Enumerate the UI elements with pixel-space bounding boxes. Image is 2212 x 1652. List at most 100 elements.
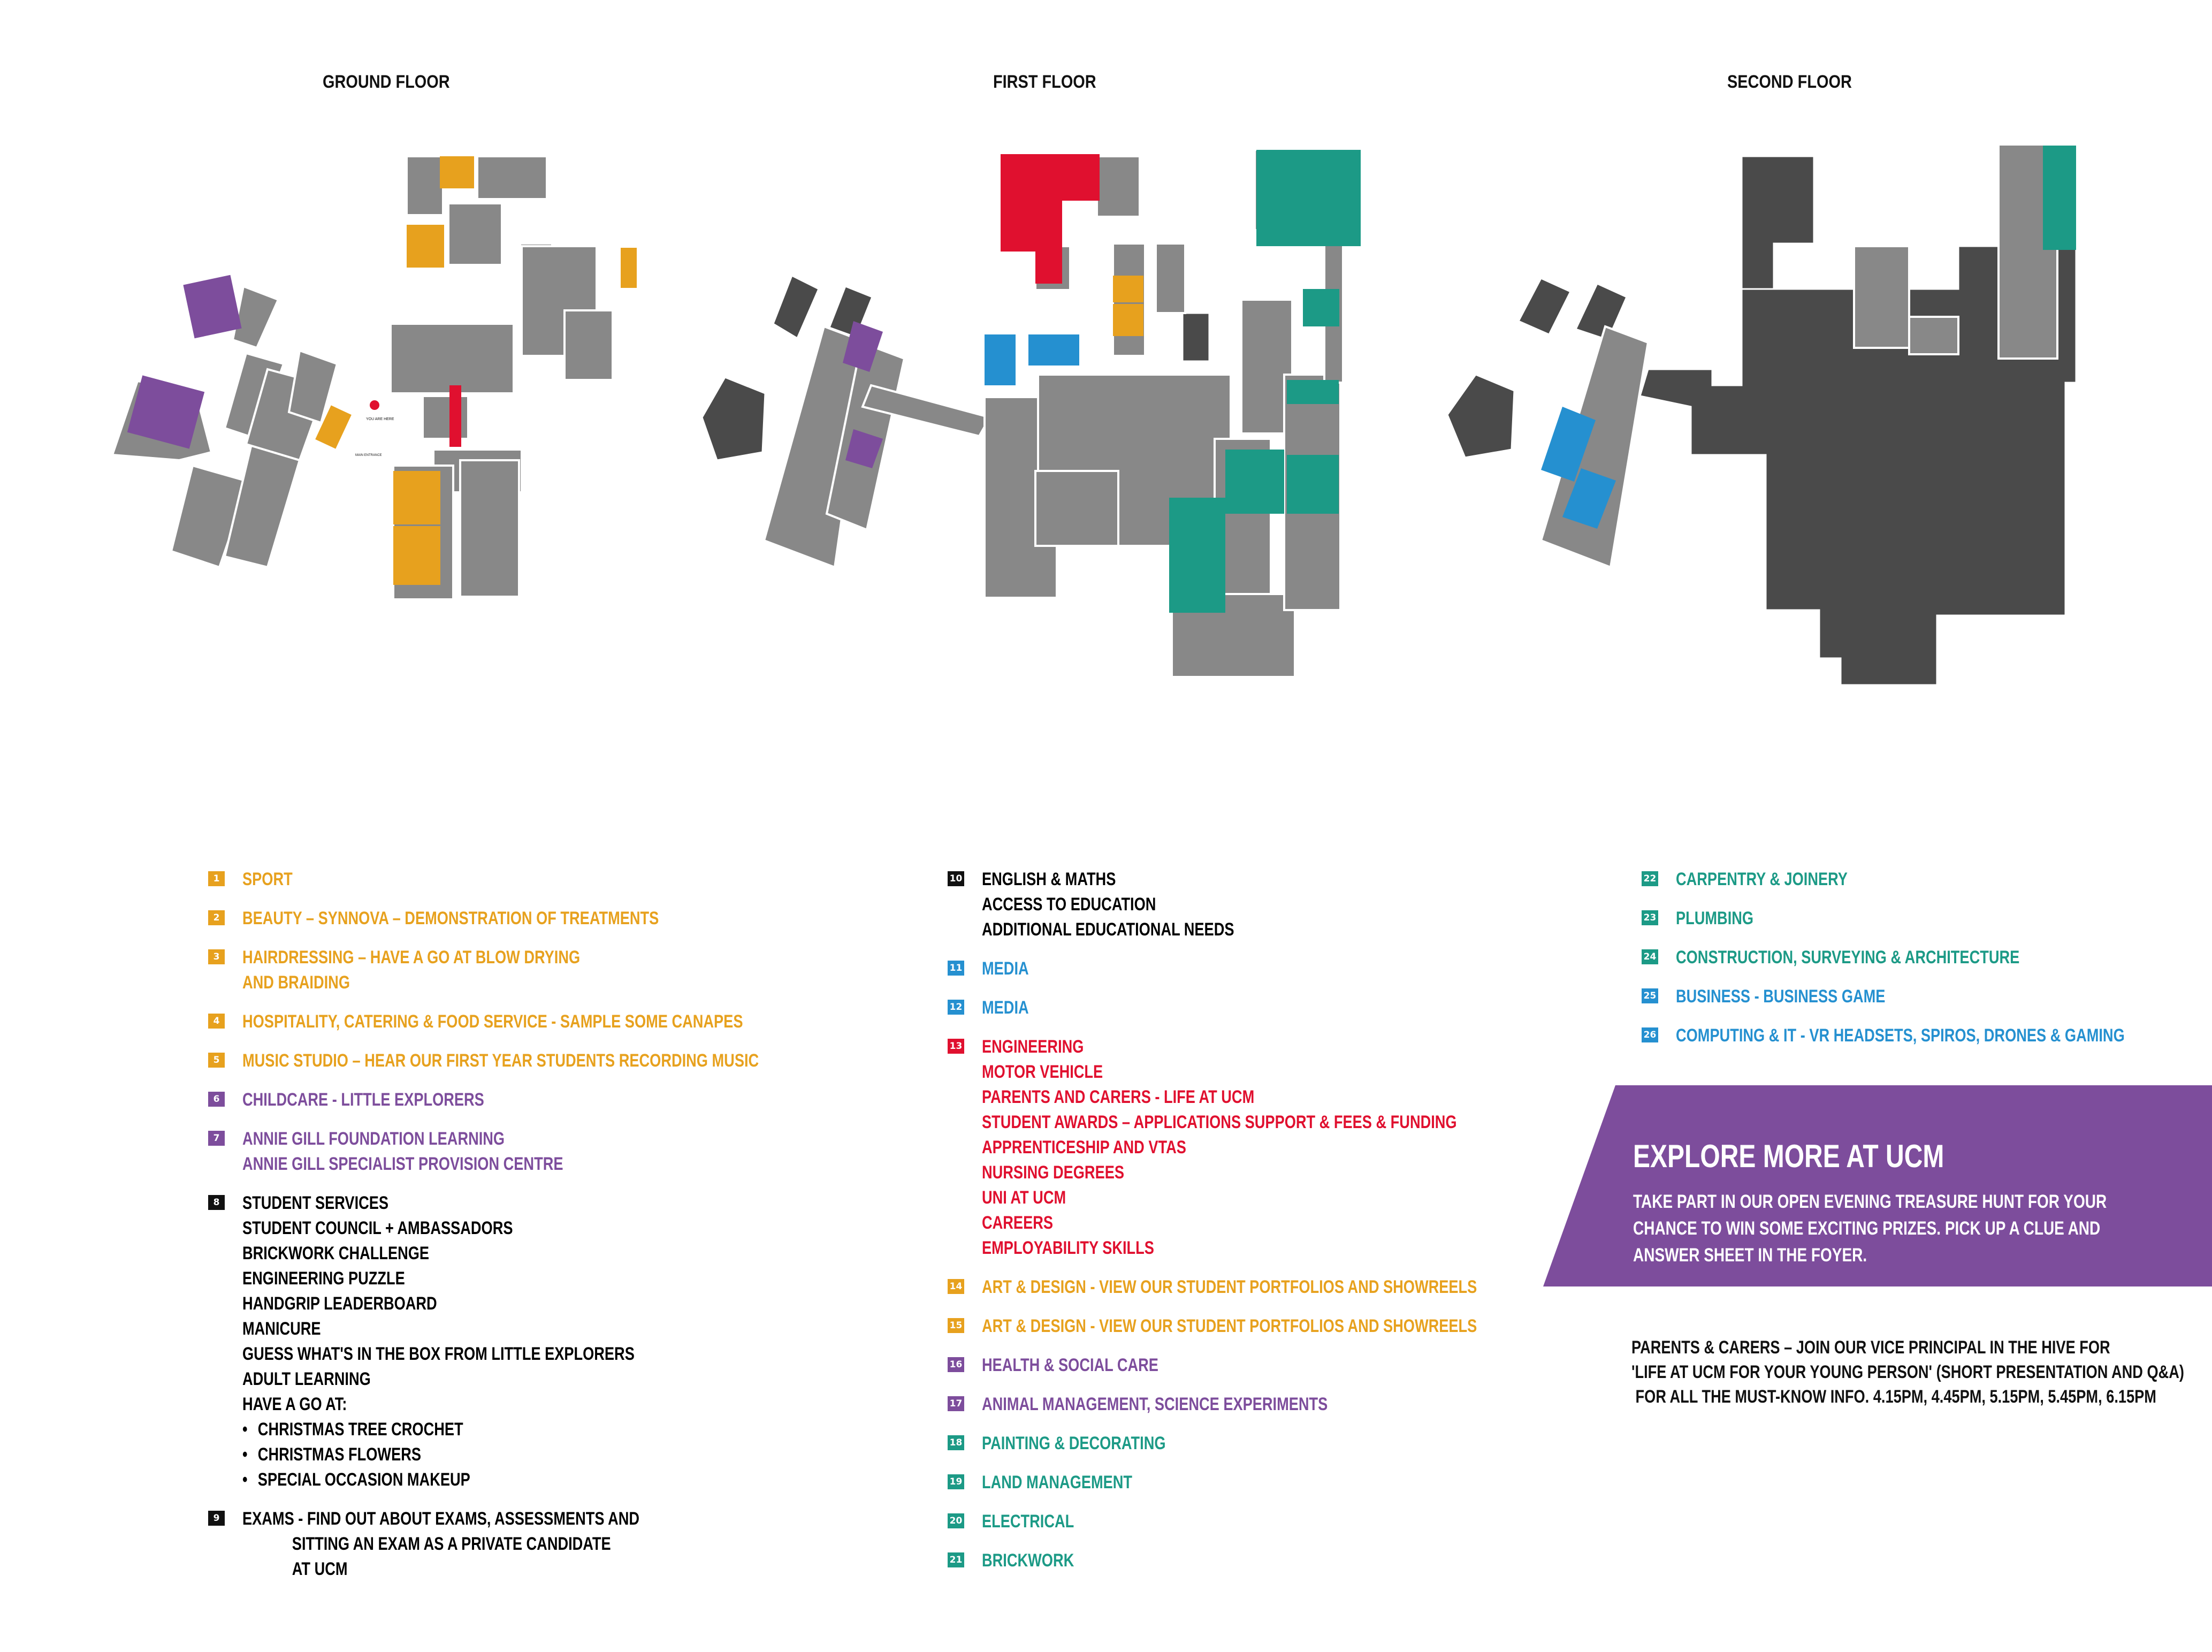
explore-banner: EXPLORE MORE AT UCM TAKE PART IN OUR OPE… (1543, 1085, 2212, 1286)
legend-label: UNI AT UCM (982, 1187, 1066, 1208)
legend-column-3: 22 CARPENTRY & JOINERY 23 PLUMBING 24 CO… (1642, 867, 2212, 1062)
room-15-art-design (1113, 304, 1143, 336)
legend-item-4: 4 HOSPITALITY, CATERING & FOOD SERVICE -… (208, 1009, 888, 1034)
room-26-computing (1562, 468, 1616, 529)
floor-title-ground: GROUND FLOOR (323, 72, 450, 92)
room-14-art-design (1113, 276, 1143, 302)
legend-number-badge: 5 (208, 1053, 225, 1068)
legend-label: ELECTRICAL (982, 1511, 1074, 1532)
legend-number-badge: 17 (948, 1396, 964, 1411)
legend-item-18: 18 PAINTING & DECORATING (948, 1431, 1601, 1456)
legend-number-badge: 8 (208, 1195, 225, 1210)
legend-label: MUSIC STUDIO – HEAR OUR FIRST YEAR STUDE… (242, 1050, 759, 1071)
legend-number-badge: 9 (208, 1511, 225, 1526)
legend-item-22: 22 CARPENTRY & JOINERY (1642, 867, 2212, 892)
legend-item-6: 6 CHILDCARE - LITTLE EXPLORERS (208, 1087, 888, 1113)
room-1-sport (621, 248, 637, 288)
legend-label: EMPLOYABILITY SKILLS (982, 1238, 1154, 1258)
legend-item-8: 8 STUDENT SERVICES STUDENT COUNCIL + AMB… (208, 1191, 888, 1493)
explore-title: EXPLORE MORE AT UCM (1633, 1138, 1944, 1174)
legend-item-1: 1 SPORT (208, 867, 888, 892)
legend-label: AT UCM (292, 1559, 348, 1579)
room-25-business (1541, 407, 1596, 482)
legend-item-12: 12 MEDIA (948, 995, 1601, 1021)
legend-label: APPRENTICESHIP AND VTAS (982, 1137, 1186, 1158)
legend-number-badge: 16 (948, 1357, 964, 1372)
legend-item-3: 3 HAIRDRESSING – HAVE A GO AT BLOW DRYIN… (208, 945, 888, 995)
legend-item-19: 19 LAND MANAGEMENT (948, 1470, 1601, 1495)
legend-label: MEDIA (982, 958, 1029, 979)
legend-number-badge: 20 (948, 1513, 964, 1528)
explore-banner-shape (1543, 1085, 2212, 1286)
legend-item-9: 9 EXAMS - FIND OUT ABOUT EXAMS, ASSESSME… (208, 1506, 888, 1582)
legend-label: BEAUTY – SYNNOVA – DEMONSTRATION OF TREA… (242, 908, 659, 928)
legend-item-11: 11 MEDIA (948, 956, 1601, 981)
legend-item-25: 25 BUSINESS - BUSINESS GAME (1642, 984, 2212, 1009)
room-18-painting (1256, 150, 1318, 246)
legend-item-17: 17 ANIMAL MANAGEMENT, SCIENCE EXPERIMENT… (948, 1392, 1601, 1417)
legend-label: ADULT LEARNING (242, 1369, 371, 1389)
legend-label: LAND MANAGEMENT (982, 1472, 1133, 1493)
legend-number-badge: 18 (948, 1435, 964, 1450)
legend-label: STUDENT COUNCIL + AMBASSADORS (242, 1218, 513, 1238)
legend-label: STUDENT SERVICES (242, 1193, 389, 1213)
legend-number-badge: 24 (1642, 949, 1658, 964)
legend-label: MOTOR VEHICLE (982, 1062, 1103, 1082)
legend-label: MANICURE (242, 1319, 321, 1339)
parents-line: FOR ALL THE MUST-KNOW INFO. 4.15PM, 4.45… (1631, 1387, 2156, 1407)
legend-number-badge: 2 (208, 910, 225, 925)
room-3-hairdressing (407, 225, 444, 268)
room-2-beauty (440, 156, 474, 188)
legend-bullet: SPECIAL OCCASION MAKEUP (242, 1467, 759, 1493)
room-5-music (315, 405, 352, 449)
room-12-media (1028, 334, 1079, 366)
legend-item-10: 10 ENGLISH & MATHS ACCESS TO EDUCATION A… (948, 867, 1601, 942)
room-11-media (985, 334, 1016, 385)
main-entrance-label: MAIN ENTRANCE (355, 454, 382, 457)
legend-number-badge: 22 (1642, 871, 1658, 886)
room-13-engineering (1001, 154, 1100, 284)
legend-column-2: 10 ENGLISH & MATHS ACCESS TO EDUCATION A… (948, 867, 1601, 1587)
you-are-here-marker (370, 400, 379, 410)
legend-label: CONSTRUCTION, SURVEYING & ARCHITECTURE (1676, 947, 2020, 968)
legend-label: HANDGRIP LEADERBOARD (242, 1293, 437, 1314)
ground-floor-plan: YOU ARE HERE MAIN ENTRANCE (111, 155, 637, 600)
room-24-construction (2043, 146, 2076, 250)
legend-label: EXAMS - FIND OUT ABOUT EXAMS, ASSESSMENT… (242, 1509, 639, 1529)
legend-label: BRICKWORK CHALLENGE (242, 1243, 430, 1263)
explore-body: TAKE PART IN OUR OPEN EVENING TREASURE H… (1633, 1191, 2107, 1266)
room-21-brickwork-a (1225, 450, 1284, 514)
legend-label: STUDENT AWARDS – APPLICATIONS SUPPORT & … (982, 1112, 1457, 1132)
legend-number-badge: 14 (948, 1279, 964, 1294)
floor-plans: YOU ARE HERE MAIN ENTRANCE (111, 143, 2077, 686)
legend-number-badge: 21 (948, 1552, 964, 1567)
you-are-here-label: YOU ARE HERE (366, 417, 394, 421)
legend-label: MEDIA (982, 998, 1029, 1018)
legend-number-badge: 3 (208, 949, 225, 964)
legend-number-badge: 7 (208, 1131, 225, 1146)
legend-item-21: 21 BRICKWORK (948, 1548, 1601, 1573)
room-13-red-strip (449, 385, 461, 447)
legend-item-26: 26 COMPUTING & IT - VR HEADSETS, SPIROS,… (1642, 1023, 2212, 1048)
room-4-hospitality-b (393, 526, 440, 585)
legend-label: ANNIE GILL SPECIALIST PROVISION CENTRE (242, 1154, 563, 1174)
legend-number-badge: 23 (1642, 910, 1658, 925)
first-floor-plan (701, 149, 1363, 678)
legend-number-badge: 13 (948, 1039, 964, 1054)
legend-bullet: CHRISTMAS FLOWERS (242, 1442, 759, 1467)
legend-label: ENGINEERING PUZZLE (242, 1268, 405, 1289)
parents-line: PARENTS & CARERS – JOIN OUR VICE PRINCIP… (1631, 1337, 2110, 1358)
legend-label: GUESS WHAT'S IN THE BOX FROM LITTLE EXPL… (242, 1344, 635, 1364)
legend-item-16: 16 HEALTH & SOCIAL CARE (948, 1353, 1601, 1378)
legend-label: ART & DESIGN - VIEW OUR STUDENT PORTFOLI… (982, 1277, 1477, 1297)
room-4-hospitality-a (393, 471, 440, 524)
legend-item-2: 2 BEAUTY – SYNNOVA – DEMONSTRATION OF TR… (208, 906, 888, 931)
legend-number-badge: 25 (1642, 988, 1658, 1003)
legend-number-badge: 1 (208, 871, 225, 886)
legend-label: CARPENTRY & JOINERY (1676, 869, 1848, 889)
floor-title-second: SECOND FLOOR (1727, 72, 1852, 92)
legend-number-badge: 12 (948, 1000, 964, 1015)
legend-item-20: 20 ELECTRICAL (948, 1509, 1601, 1534)
parents-carers-note: PARENTS & CARERS – JOIN OUR VICE PRINCIP… (1631, 1335, 2188, 1409)
legend-item-14: 14 ART & DESIGN - VIEW OUR STUDENT PORTF… (948, 1275, 1601, 1300)
